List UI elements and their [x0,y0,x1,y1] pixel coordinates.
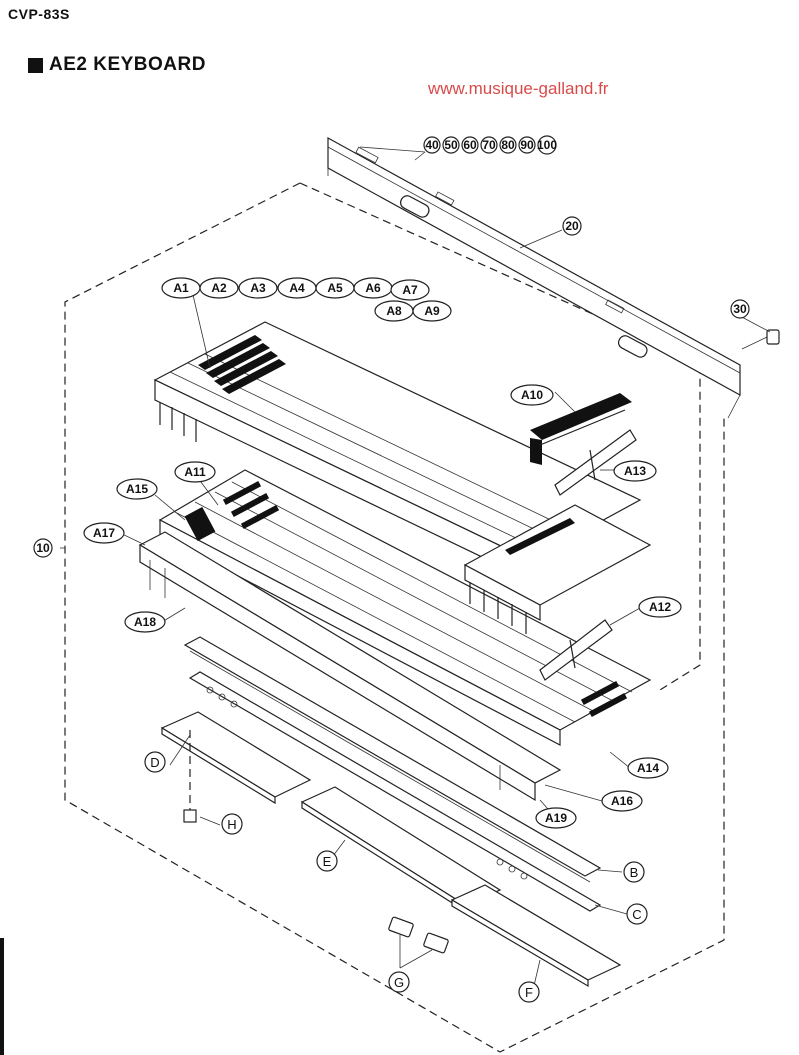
rail-b [183,636,602,883]
section-heading: AE2 KEYBOARD [28,54,206,76]
callout-label: 10 [36,541,50,555]
callout-a12: A12 [638,596,682,618]
callout-label: 60 [463,138,477,152]
callout-label: A2 [211,281,227,295]
top-rail [327,136,741,419]
callout-h: H [221,813,243,835]
black-key-a10 [530,393,637,496]
page-edge-mark [0,938,4,1055]
white-keys-high-section [463,504,652,681]
callout-e: E [316,850,338,872]
key-frame [158,469,652,746]
callout-90: 90 [518,136,536,154]
circuit-board-e [300,786,502,913]
callout-label: A13 [624,464,646,478]
front-rail [138,531,562,802]
callout-label: F [525,985,533,1000]
callout-label: 40 [425,138,439,152]
callout-label: A1 [173,281,189,295]
callout-a5: A5 [315,277,355,299]
callout-label: A10 [521,388,543,402]
callout-label: A6 [365,281,381,295]
callout-a13: A13 [613,460,657,482]
callout-c: C [626,903,648,925]
callout-label: 70 [482,138,496,152]
callout-label: A4 [289,281,305,295]
circuit-board-f [450,884,622,988]
callout-label: H [227,817,236,832]
callout-label: A8 [386,304,402,318]
callout-50: 50 [442,136,460,154]
callout-a2: A2 [199,277,239,299]
callout-label: 30 [733,302,747,316]
callout-label: C [632,907,641,922]
leader-lines [60,229,743,991]
callout-label: A18 [134,615,156,629]
callout-10: 10 [33,538,53,558]
callout-label: 100 [537,138,557,152]
callout-label: 50 [444,138,458,152]
callout-a1: A1 [161,277,201,299]
white-keys-low-section [153,321,642,581]
callout-a15: A15 [116,478,158,500]
callout-a6: A6 [353,277,393,299]
callout-a11: A11 [174,461,216,483]
callout-label: B [630,865,639,880]
callout-a3: A3 [238,277,278,299]
callout-g: G [388,971,410,993]
callout-a14: A14 [627,757,669,779]
assembly-boundary [64,182,725,1053]
callout-label: 20 [565,219,579,233]
callout-a17: A17 [83,522,125,544]
callout-label: A11 [184,465,206,479]
callout-a7: A7 [390,279,430,301]
square-bullet-icon [28,57,43,73]
callout-label: A16 [611,794,633,808]
callout-60: 60 [461,136,479,154]
screw-30 [739,315,780,350]
callout-label: G [394,975,404,990]
callout-30: 30 [730,299,750,319]
callout-a8: A8 [374,300,414,322]
callout-a4: A4 [277,277,317,299]
callout-label: A12 [649,600,671,614]
callout-label: E [323,854,332,869]
callout-a9: A9 [412,300,452,322]
callout-a10: A10 [510,384,554,406]
callout-label: A14 [637,761,659,775]
callout-b: B [623,861,645,883]
callout-label: A19 [545,811,567,825]
callout-a18: A18 [124,611,166,633]
callout-label: A7 [402,283,418,297]
callout-20: 20 [562,216,582,236]
callout-label: 90 [520,138,534,152]
callout-label: A9 [424,304,440,318]
callout-70: 70 [480,136,498,154]
callout-a19: A19 [535,807,577,829]
callout-d: D [144,751,166,773]
callout-f: F [518,981,540,1003]
callout-label: A3 [250,281,266,295]
callout-label: A15 [126,482,148,496]
connectors-g [388,916,449,954]
section-title: AE2 KEYBOARD [49,54,206,75]
website-watermark: www.musique-galland.fr [428,79,609,98]
callout-label: D [150,755,159,770]
callout-label: A5 [327,281,343,295]
screw-h [183,730,197,823]
model-number: CVP-83S [8,6,70,22]
contact-strip-c [188,671,602,912]
callout-100: 100 [537,135,557,155]
callout-a16: A16 [601,790,643,812]
callout-80: 80 [499,136,517,154]
callout-label: A17 [93,526,115,540]
callout-label: 80 [501,138,515,152]
callout-40: 40 [423,136,441,154]
